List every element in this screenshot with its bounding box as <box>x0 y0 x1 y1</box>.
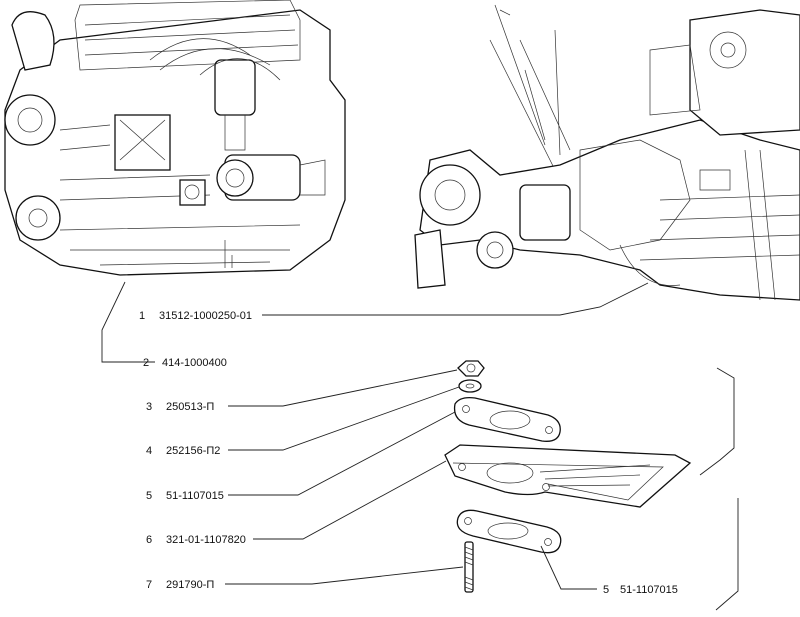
gasket-lower-part <box>456 509 562 554</box>
stud-part <box>464 541 474 593</box>
callout-4: 4 252156-П2 <box>146 445 220 457</box>
callout-3-code: 250513-П <box>166 401 214 413</box>
engine-left-illustration <box>4 0 346 276</box>
callout-5-lower-code: 51-1107015 <box>620 584 678 596</box>
callout-7-number: 7 <box>146 579 152 591</box>
callout-6: 6 321-01-1107820 <box>146 534 246 546</box>
callout-2-code: 414-1000400 <box>162 357 227 369</box>
callout-7: 7 291790-П <box>146 579 214 591</box>
engine-right-illustration <box>414 4 800 301</box>
callout-5: 5 51-1107015 <box>146 490 224 502</box>
callout-3-number: 3 <box>146 401 152 413</box>
callout-5-number: 5 <box>146 490 152 502</box>
callout-6-code: 321-01-1107820 <box>166 534 246 546</box>
gasket-upper-part <box>453 396 561 442</box>
heat-shield-part <box>444 444 692 508</box>
callout-7-code: 291790-П <box>166 579 214 591</box>
washer-part <box>458 379 482 393</box>
callout-2-number: 2 <box>143 357 149 369</box>
callout-1: 1 31512-1000250-01 <box>139 310 252 322</box>
callout-5-lower: 5 51-1107015 <box>603 584 678 596</box>
callout-2: 2 414-1000400 <box>143 357 227 369</box>
callout-3: 3 250513-П <box>146 401 214 413</box>
leader-lines <box>101 281 739 611</box>
callout-4-number: 4 <box>146 445 152 457</box>
nut-part <box>457 360 485 377</box>
callout-1-number: 1 <box>139 310 145 322</box>
callout-5-lower-number: 5 <box>603 584 609 596</box>
callout-6-number: 6 <box>146 534 152 546</box>
callout-5-code: 51-1107015 <box>166 490 224 502</box>
callout-1-code: 31512-1000250-01 <box>159 310 252 322</box>
callout-4-code: 252156-П2 <box>166 445 220 457</box>
